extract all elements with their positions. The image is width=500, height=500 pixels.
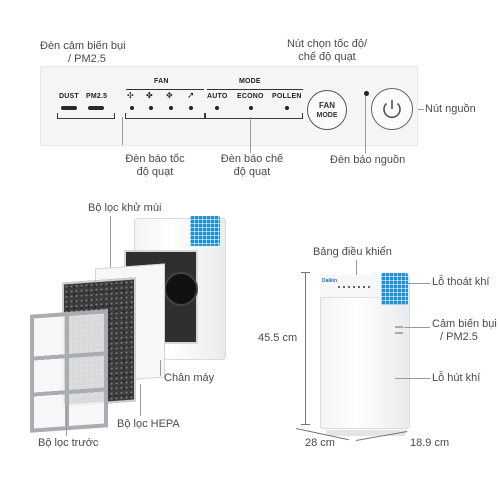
power-button[interactable] xyxy=(371,88,413,130)
fan-mode-button[interactable]: FAN MODE xyxy=(307,90,347,130)
pm25-led xyxy=(88,106,104,110)
pre-filter-image xyxy=(30,309,108,433)
mode-heading: MODE xyxy=(239,78,261,85)
power-led xyxy=(364,91,369,96)
auto-led xyxy=(215,106,219,110)
control-panel: DUST PM2.5 FAN ✣ ✤ ✥ ➚ MODE AUTO ECONO P… xyxy=(40,66,418,146)
air-outlet-label: Lỗ thoát khí xyxy=(432,276,490,288)
turbo-icon: ➚ xyxy=(187,90,195,100)
fan-led-1 xyxy=(130,106,134,110)
fan-led-4 xyxy=(189,106,193,110)
dust-sensor-label: Đèn cảm biến bụi / PM2.5 xyxy=(40,40,126,65)
control-panel-label: Bảng điều khiển xyxy=(313,246,392,258)
fan-led-3 xyxy=(169,106,173,110)
fan-speed-1-icon: ✣ xyxy=(127,91,134,100)
dust-text: DUST xyxy=(59,93,79,100)
width-dimension: 28 cm xyxy=(305,437,335,449)
dust-led xyxy=(61,106,77,110)
pm25-text: PM2.5 xyxy=(86,93,108,100)
pre-filter-label: Bộ lọc trước xyxy=(38,437,99,449)
power-icon xyxy=(383,100,401,119)
econo-text: ECONO xyxy=(237,93,264,100)
air-inlet-label: Lỗ hút khí xyxy=(432,372,481,384)
econo-led xyxy=(249,106,253,110)
speed-button-label: Nút chọn tốc độ/ chế độ quạt xyxy=(286,38,368,63)
deodorizing-filter-label: Bộ lọc khử mùi xyxy=(88,202,162,214)
brand-text: Daikin xyxy=(322,278,338,284)
fan-speed-3-icon: ✥ xyxy=(166,91,173,100)
housing-label: Chân máy xyxy=(164,372,215,384)
pollen-text: POLLEN xyxy=(272,93,302,100)
hepa-filter-label: Bộ lọc HEPA xyxy=(117,418,180,430)
fan-led-2 xyxy=(149,106,153,110)
mode-led-label: Đèn báo chế độ quạt xyxy=(220,153,284,178)
fan-heading: FAN xyxy=(154,78,169,85)
fan-speed-led-label: Đèn báo tốc độ quạt xyxy=(125,153,185,178)
power-button-label: Nút nguồn xyxy=(425,103,476,115)
fan-speed-2-icon: ✤ xyxy=(146,91,153,100)
power-led-label: Đèn báo nguồn xyxy=(330,154,406,166)
pollen-led xyxy=(285,106,289,110)
sensor-right-label: Cảm biến bụi / PM2.5 xyxy=(432,318,497,343)
depth-dimension: 18.9 cm xyxy=(410,437,450,449)
height-dimension: 45.5 cm xyxy=(258,332,298,344)
air-outlet-image xyxy=(381,273,408,305)
auto-text: AUTO xyxy=(207,93,228,100)
